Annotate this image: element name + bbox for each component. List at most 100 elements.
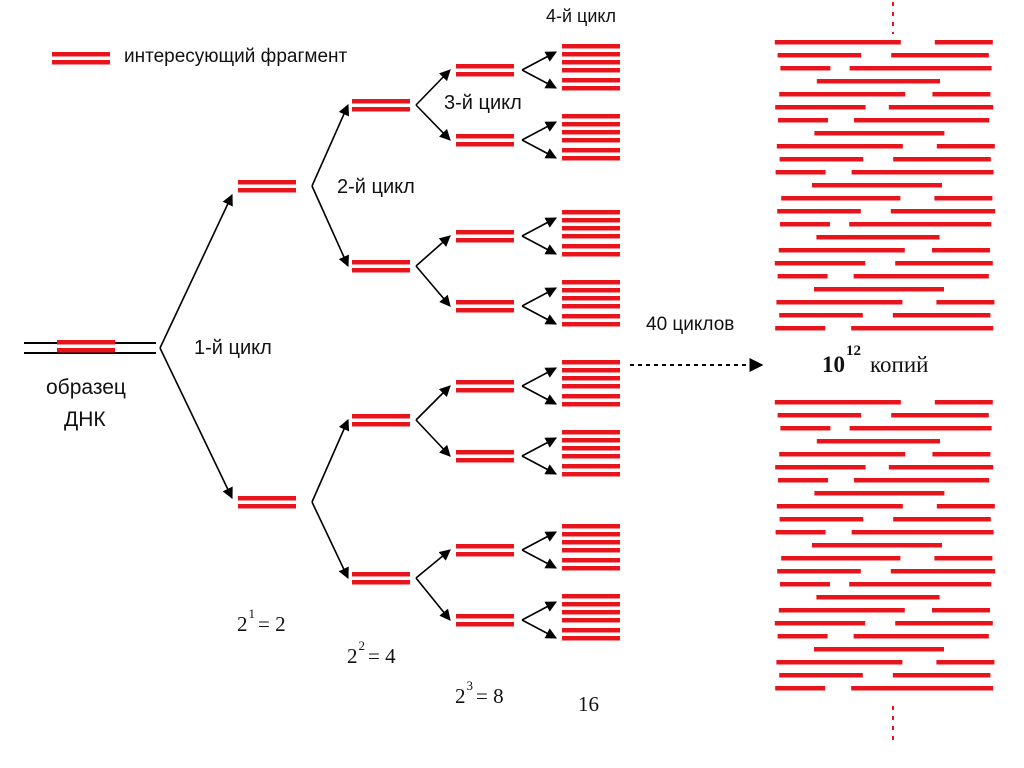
copy-strand xyxy=(779,313,830,318)
strand-top xyxy=(562,226,620,231)
cycle-2-fragment xyxy=(352,260,410,273)
cycle-4-branch xyxy=(521,235,557,255)
cycle-1-fragment xyxy=(238,180,296,193)
cycle-4-fragment xyxy=(562,44,620,57)
cycle-3-branch xyxy=(415,419,451,457)
strand-bottom xyxy=(562,86,620,91)
copy-strand xyxy=(932,92,991,97)
cycle-3-fragment xyxy=(456,64,514,77)
strand-top xyxy=(562,446,620,451)
strand-bottom xyxy=(562,602,620,607)
copy-strand xyxy=(774,621,825,626)
strand-top xyxy=(456,380,514,385)
sample-label-line1: образец xyxy=(46,376,126,399)
copy-strand xyxy=(777,53,828,58)
cycle-3-branch xyxy=(415,577,451,621)
copy-strand xyxy=(934,40,993,45)
copy-strand xyxy=(816,235,867,240)
copy-strand xyxy=(894,426,944,431)
cycle-3-fragment xyxy=(456,450,514,463)
copy-strand xyxy=(936,504,995,509)
strand-top xyxy=(562,148,620,153)
cycle-2-branch xyxy=(311,501,349,580)
strand-top xyxy=(562,60,620,65)
cycle-4-fragment xyxy=(562,78,620,91)
strand-top xyxy=(562,558,620,563)
copy-strand xyxy=(890,209,941,214)
copy-strand xyxy=(777,634,828,639)
copy-strand xyxy=(780,426,831,431)
copy-strand xyxy=(933,66,992,71)
copy-strand xyxy=(892,673,943,678)
strand-bottom xyxy=(456,72,514,77)
copy-strand xyxy=(814,196,865,201)
copy-strand xyxy=(854,248,905,253)
copy-strand xyxy=(776,660,827,665)
copy-strand xyxy=(774,261,825,266)
strand-top xyxy=(456,544,514,549)
strand-top xyxy=(352,414,410,419)
cycle-4-fragment xyxy=(562,558,620,571)
copy-strand xyxy=(812,313,863,318)
count-2-rest: = 4 xyxy=(368,644,396,668)
copy-strand xyxy=(932,517,991,522)
copy-strand xyxy=(775,465,826,470)
cycle-4-fragment xyxy=(562,464,620,477)
strand-top xyxy=(562,610,620,615)
copy-strand xyxy=(894,491,945,496)
copy-strand xyxy=(810,209,861,214)
copy-strand xyxy=(775,686,826,691)
copy-strand xyxy=(775,326,826,331)
copy-strand xyxy=(891,413,942,418)
copy-strand xyxy=(811,53,862,58)
copy-strand xyxy=(889,530,940,535)
count-cycle-1: 21= 2 xyxy=(237,606,286,637)
cycle-3-fragment xyxy=(456,380,514,393)
copy-strand xyxy=(815,465,866,470)
copy-strand xyxy=(937,569,996,574)
copy-strand xyxy=(889,170,940,175)
strand-top xyxy=(238,180,296,185)
strand-top xyxy=(352,572,410,577)
copy-strand xyxy=(814,287,864,292)
copy-strand xyxy=(933,222,992,227)
copy-strand xyxy=(776,300,827,305)
strand-bottom xyxy=(456,388,514,393)
copy-strand xyxy=(778,118,828,123)
copy-strand xyxy=(855,92,906,97)
copy-strand xyxy=(932,157,991,162)
copy-strand xyxy=(779,157,830,162)
copy-strand xyxy=(855,452,906,457)
result-text: копий xyxy=(870,352,929,377)
copy-strand xyxy=(814,556,865,561)
copy-strand xyxy=(891,118,942,123)
count-3-exp: 3 xyxy=(466,678,474,693)
copy-strand xyxy=(852,300,903,305)
cycle-4-fragment xyxy=(562,610,620,623)
result-base: 10 xyxy=(822,352,845,377)
strand-top xyxy=(562,280,620,285)
strand-bottom xyxy=(562,122,620,127)
legend-label: интересующий фрагмент xyxy=(124,46,348,67)
copy-strand xyxy=(812,608,863,613)
sample-label-line2: ДНК xyxy=(64,408,106,431)
cycle-4-branch xyxy=(521,549,557,569)
copy-strand xyxy=(812,543,862,548)
copy-strand xyxy=(777,209,828,214)
copy-strand xyxy=(935,326,994,331)
cycle-1-branch xyxy=(159,193,233,349)
copy-strand xyxy=(850,491,900,496)
copy-strand xyxy=(934,621,993,626)
copy-strand xyxy=(891,634,942,639)
count-3-base: 2 xyxy=(455,684,466,708)
copy-strand xyxy=(812,248,863,253)
cycle-3-fragment xyxy=(456,300,514,313)
strand-top xyxy=(238,496,296,501)
cycle-3-branch xyxy=(415,69,451,106)
cycle-4-label: 4-й цикл xyxy=(546,6,617,26)
strand-bottom xyxy=(352,422,410,427)
copy-strand xyxy=(849,426,900,431)
strand-bottom xyxy=(562,304,620,309)
cycle-3-fragment xyxy=(456,134,514,147)
copy-strand xyxy=(936,300,995,305)
